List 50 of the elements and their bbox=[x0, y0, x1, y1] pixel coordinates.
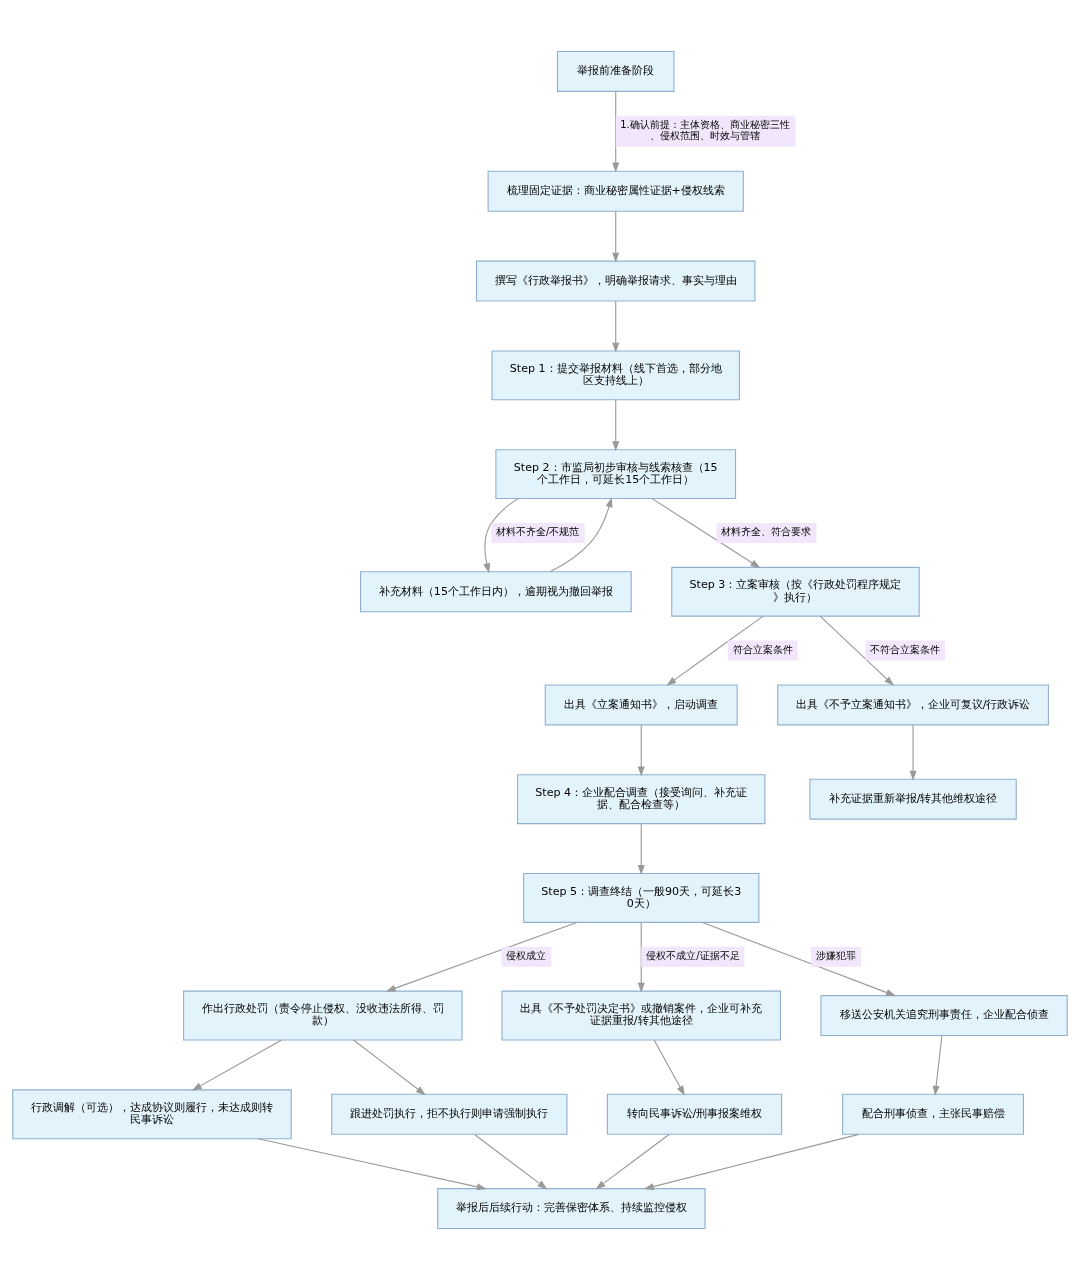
arrow bbox=[637, 724, 645, 777]
arrow bbox=[666, 615, 764, 686]
node-box: 出具《不予立案通知书》，企业可复议/行政诉讼 bbox=[777, 684, 1049, 726]
arrow bbox=[909, 724, 917, 781]
arrow bbox=[191, 1039, 283, 1091]
node-box: 移送公安机关追究刑事责任，企业配合侦查 bbox=[820, 995, 1068, 1037]
edge-label: 侵权不成立/证据不足 bbox=[646, 950, 740, 962]
node-box: 转向民事诉讼/刑事报案维权 bbox=[606, 1093, 783, 1135]
node-box: 举报后后续行动：完善保密体系、持续监控侵权 bbox=[437, 1188, 706, 1230]
node-box: Step 5：调查终结（一般90天，可延长30天） bbox=[523, 873, 760, 923]
node-box: 行政调解（可选），达成协议则履行，未达成则转民事诉讼 bbox=[12, 1089, 292, 1140]
arrow bbox=[612, 300, 620, 353]
node-box: Step 3：立案审核（按《行政处罚程序规定》执行） bbox=[671, 566, 920, 617]
arrow bbox=[651, 498, 761, 569]
arrow bbox=[549, 497, 613, 573]
edge-label: 材料不齐全/不规范 bbox=[495, 526, 580, 538]
arrow bbox=[612, 210, 620, 263]
node-box: 出具《立案通知书》，启动调查 bbox=[544, 684, 738, 726]
edge-label: 符合立案条件 bbox=[732, 643, 793, 655]
arrow bbox=[653, 1039, 685, 1096]
node-box: 梳理固定证据：商业秘密属性证据+侵权线索 bbox=[487, 170, 744, 212]
node-box: Step 4：企业配合调查（接受询问、补充证据、配合检查等） bbox=[516, 774, 766, 825]
arrow bbox=[643, 1133, 860, 1190]
arrow bbox=[474, 1133, 548, 1190]
arrow bbox=[257, 1138, 487, 1191]
node-box: 补充证据重新举报/转其他维权途径 bbox=[809, 778, 1017, 820]
arrow bbox=[385, 921, 578, 992]
node-box: 作出行政处罚（责令停止侵权、没收违法所得、罚款） bbox=[183, 990, 463, 1041]
arrow bbox=[595, 1133, 670, 1190]
edge-label: 1.确认前提：主体资格、商业秘密三性、侵权范围、时效与管辖 bbox=[620, 119, 790, 142]
arrow bbox=[612, 399, 620, 452]
node-box: 补充材料（15个工作日内），逾期视为撤回举报 bbox=[360, 571, 632, 613]
node-box: 出具《不予处罚决定书》或撤销案件，企业可补充证据重报/转其他途径 bbox=[501, 990, 782, 1041]
node-box: Step 1：提交举报材料（线下首选，部分地区支持线上） bbox=[491, 350, 740, 401]
arrow bbox=[701, 921, 896, 997]
node-box: 跟进处罚执行，拒不执行则申请强制执行 bbox=[331, 1093, 568, 1135]
edge-label: 不符合立案条件 bbox=[869, 643, 940, 655]
edge-label: 涉嫌犯罪 bbox=[815, 950, 856, 962]
edge-label: 材料齐全、符合要求 bbox=[721, 526, 812, 538]
arrow bbox=[932, 1035, 943, 1096]
arrow bbox=[612, 90, 620, 173]
arrow bbox=[819, 615, 895, 686]
node-box: 配合刑事侦查，主张民事赔偿 bbox=[842, 1093, 1024, 1135]
node-box: Step 2：市监局初步审核与线索核查（15个工作日，可延长15个工作日） bbox=[495, 449, 737, 500]
arrow bbox=[637, 823, 645, 876]
arrow bbox=[483, 498, 519, 574]
edge-label: 侵权成立 bbox=[506, 950, 547, 962]
arrow bbox=[352, 1039, 426, 1096]
node-box: 撰写《行政举报书》，明确举报请求、事实与理由 bbox=[475, 260, 756, 302]
node-box: 举报前准备阶段 bbox=[556, 50, 675, 92]
